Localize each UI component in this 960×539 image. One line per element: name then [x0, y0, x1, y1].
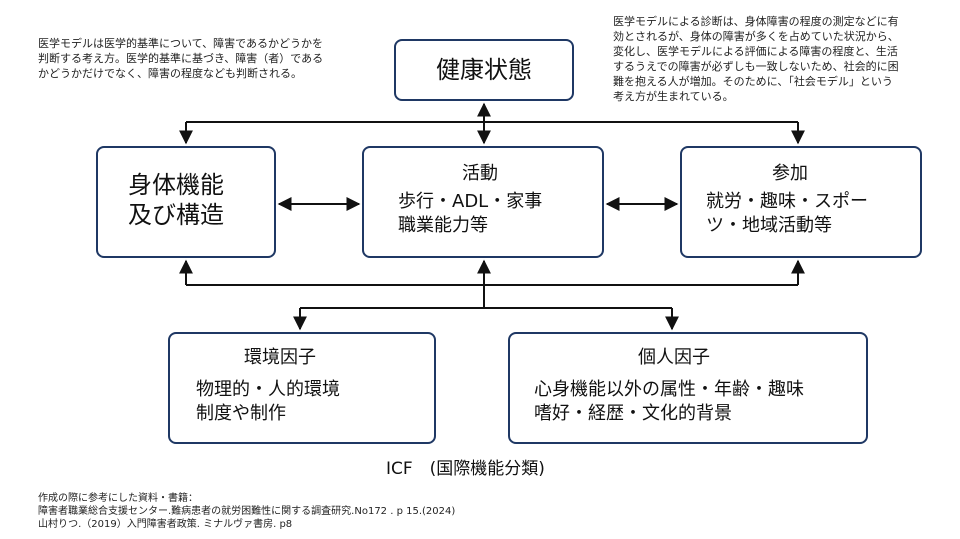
environmental-factors-box: 環境因子 物理的・人的環境 制度や制作: [168, 332, 436, 444]
reference-item: 山村りつ.（2019）入門障害者政策. ミナルヴァ書房. p8: [38, 519, 293, 530]
environmental-factors-title: 環境因子: [244, 347, 316, 368]
activity-title: 活動: [462, 163, 498, 184]
participation-box: 参加 就労・趣味・スポー ツ・地域活動等: [680, 146, 922, 258]
activity-body: 歩行・ADL・家事 職業能力等: [398, 191, 543, 236]
references: 作成の際に参考にした資料・書籍： 障害者職業総合支援センター.難病患者の就労困難…: [38, 492, 455, 531]
references-heading: 作成の際に参考にした資料・書籍：: [38, 493, 198, 504]
activity-box: 活動 歩行・ADL・家事 職業能力等: [362, 146, 604, 258]
personal-factors-title: 個人因子: [638, 347, 710, 368]
participation-body: 就労・趣味・スポー ツ・地域活動等: [706, 191, 868, 236]
social-model-note: 医学モデルによる診断は、身体障害の程度の測定などに有 効とされるが、身体の障害が…: [613, 15, 899, 103]
participation-title: 参加: [772, 163, 808, 184]
personal-factors-box: 個人因子 心身機能以外の属性・年齢・趣味 嗜好・経歴・文化的背景: [508, 332, 868, 444]
health-condition-box: 健康状態: [394, 39, 574, 101]
health-condition-title: 健康状態: [436, 56, 532, 84]
body-function-title: 身体機能 及び構造: [128, 171, 224, 229]
medical-model-note: 医学モデルは医学的基準について、障害であるかどうかを 判断する考え方。医学的基準…: [38, 37, 324, 80]
diagram-caption: ICF (国際機能分類): [386, 459, 545, 479]
reference-item: 障害者職業総合支援センター.難病患者の就労困難性に関する調査研究.No172 .…: [38, 506, 456, 517]
environmental-factors-body: 物理的・人的環境 制度や制作: [196, 379, 340, 424]
body-function-box: 身体機能 及び構造: [96, 146, 276, 258]
personal-factors-body: 心身機能以外の属性・年齢・趣味 嗜好・経歴・文化的背景: [534, 379, 804, 424]
